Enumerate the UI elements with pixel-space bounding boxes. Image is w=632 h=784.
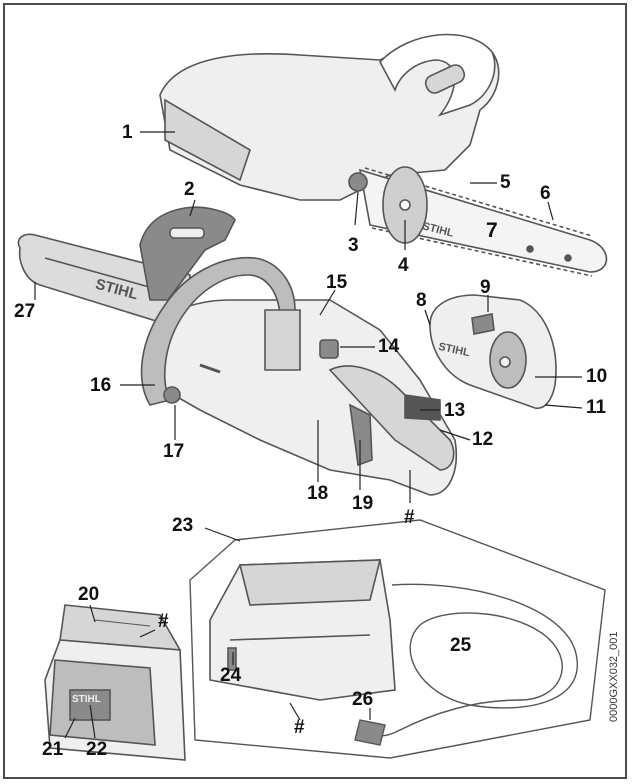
callout-23: 23 — [172, 515, 194, 536]
callout-4: 4 — [398, 255, 409, 276]
battery — [44, 604, 186, 761]
callout-6: 6 — [540, 183, 551, 204]
main-chainsaw — [17, 206, 457, 496]
callout-5: 5 — [500, 172, 511, 193]
callout-12: 12 — [472, 429, 494, 450]
callout-3: 3 — [348, 235, 359, 256]
trigger — [349, 403, 373, 467]
callout-22: 22 — [86, 739, 108, 760]
top-saw-grip-slot — [424, 64, 466, 94]
charger-plug — [354, 719, 386, 746]
callout-11: 11 — [586, 397, 607, 418]
top-chainsaw — [159, 33, 608, 277]
callout-2: 2 — [184, 179, 195, 200]
callout-10: 10 — [586, 366, 608, 387]
charger-cable — [369, 583, 578, 737]
top-saw-handle — [379, 33, 496, 117]
callout-13: 13 — [444, 400, 466, 421]
callout-16: 16 — [90, 375, 112, 396]
battery-slot — [264, 309, 301, 371]
callout-21: 21 — [42, 739, 64, 760]
callout-25: 25 — [450, 635, 472, 656]
battery-brand-text: STIHL — [72, 694, 101, 705]
charger-group — [189, 519, 606, 759]
callout-hash-charger: # — [294, 717, 305, 738]
callout-hash-saw: # — [404, 507, 415, 528]
callout-19: 19 — [352, 493, 374, 514]
top-saw-rear — [164, 98, 251, 182]
figure-code: 0000GXX032_001 — [608, 631, 620, 722]
callout-7: 7 — [486, 219, 498, 242]
callout-8: 8 — [416, 290, 427, 311]
leader-lines — [34, 131, 583, 739]
cover-nut — [471, 313, 495, 335]
callout-26: 26 — [352, 689, 374, 710]
callout-14: 14 — [378, 336, 400, 357]
top-saw-chain — [364, 167, 593, 237]
sprocket-cover — [429, 294, 557, 409]
callout-27: 27 — [14, 301, 36, 322]
callout-15: 15 — [326, 272, 348, 293]
switch-knob — [319, 339, 339, 359]
callout-hash-battery: # — [158, 611, 169, 632]
callout-9: 9 — [480, 277, 491, 298]
callout-18: 18 — [307, 483, 329, 504]
callout-20: 20 — [78, 584, 100, 605]
charger-cradle — [238, 559, 382, 606]
callout-24: 24 — [220, 665, 242, 686]
charger-led — [227, 647, 237, 671]
callout-1: 1 — [122, 122, 133, 143]
callout-17: 17 — [163, 441, 185, 462]
top-saw-nut — [348, 172, 368, 192]
charger-outline-box — [189, 519, 606, 759]
lockout-lever — [404, 394, 441, 421]
